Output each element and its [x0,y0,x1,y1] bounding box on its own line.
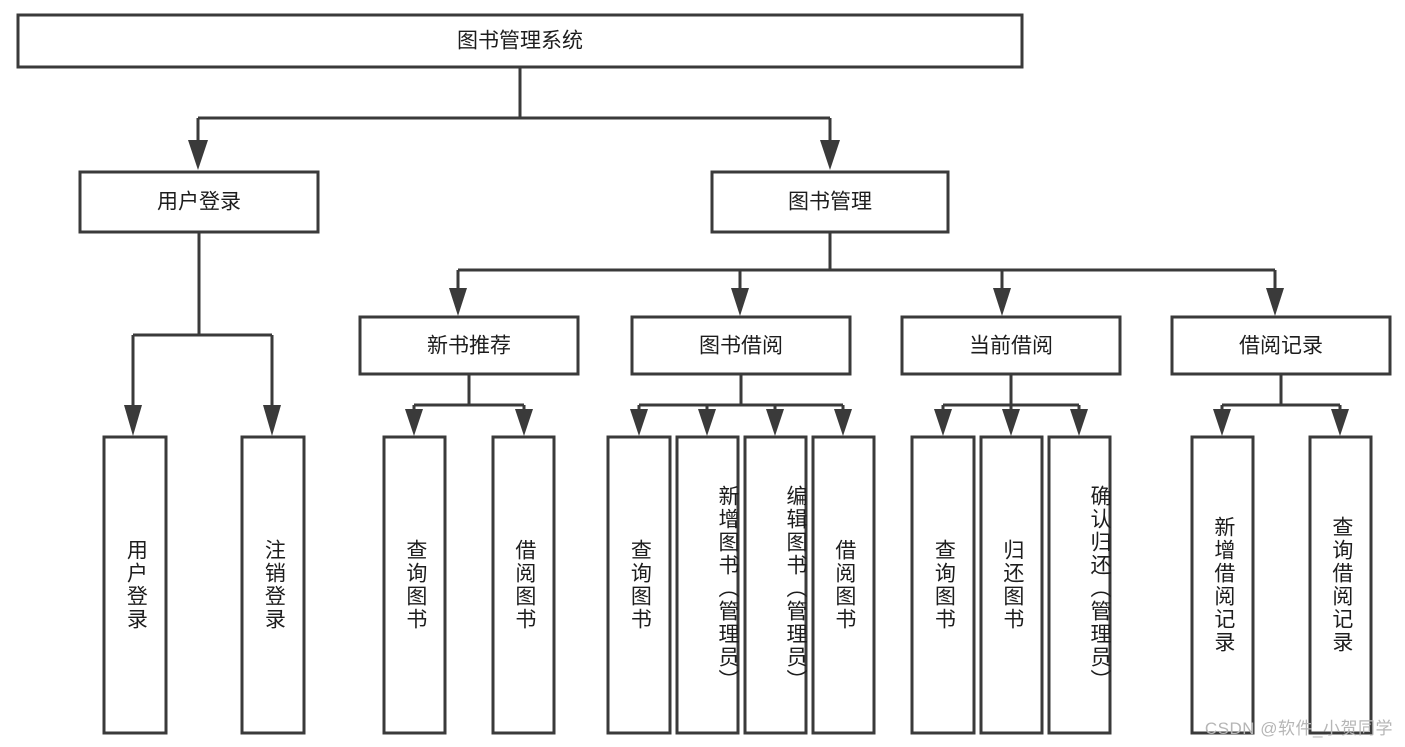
arrow-head-to-user-login [188,140,208,170]
node-book-borrow-box[interactable] [630,315,852,376]
node-new-book-recommend-box[interactable] [358,315,580,376]
leaf-box-current-1[interactable] [910,435,976,735]
arrow-head-current-leaf-3 [1070,409,1088,436]
arrow-head-to-book-manage [820,140,840,170]
node-current-borrow-box[interactable] [900,315,1122,376]
leaf-box-record-1[interactable] [1190,435,1255,735]
node-book-manage-box[interactable] [710,170,950,234]
arrow-head-recommend-leaf-2 [515,409,533,436]
arrow-head-current-leaf-2 [1002,409,1020,436]
arrow-head-current-borrow [993,288,1011,316]
leaf-box-current-3[interactable] [1047,435,1112,735]
node-book-manage-label: 图书管理 [788,191,872,214]
leaf-box-recommend-2[interactable] [491,435,556,735]
arrow-head-borrow-leaf-2 [698,409,716,436]
leaf-box-user-login-2[interactable] [240,435,306,735]
arrow-head-borrow-leaf-4 [834,409,852,436]
node-book-borrow-label: 图书借阅 [699,335,783,358]
node-user-login-label: 用户登录 [157,191,241,214]
arrow-head-borrow-leaf-3 [766,409,784,436]
arrow-head-new-book-recommend [449,288,467,316]
arrow-head-user-login-leaf-1 [124,405,142,436]
node-borrow-record-label: 借阅记录 [1239,335,1323,358]
arrow-head-borrow-record [1266,288,1284,316]
leaf-box-borrow-3[interactable] [743,435,808,735]
leaf-box-user-login-1[interactable] [102,435,168,735]
leaf-box-borrow-4[interactable] [811,435,876,735]
leaf-box-recommend-1[interactable] [382,435,447,735]
node-root-box[interactable] [16,13,1024,69]
node-current-borrow-label: 当前借阅 [969,335,1053,358]
arrow-head-recommend-leaf-1 [405,409,423,436]
node-borrow-record-box[interactable] [1170,315,1392,376]
arrow-head-book-borrow [731,288,749,316]
arrow-head-user-login-leaf-2 [263,405,281,436]
node-root-label: 图书管理系统 [457,30,583,53]
node-new-book-recommend-label: 新书推荐 [427,335,511,358]
arrow-head-borrow-leaf-1 [630,409,648,436]
watermark-text: CSDN @软件_小贺同学 [1204,719,1393,738]
arrow-head-current-leaf-1 [934,409,952,436]
leaf-box-current-2[interactable] [979,435,1044,735]
arrow-head-record-leaf-1 [1213,409,1231,436]
leaf-box-record-2[interactable] [1308,435,1373,735]
leaf-box-borrow-1[interactable] [606,435,672,735]
leaf-box-borrow-2[interactable] [675,435,740,735]
arrow-head-record-leaf-2 [1331,409,1349,436]
